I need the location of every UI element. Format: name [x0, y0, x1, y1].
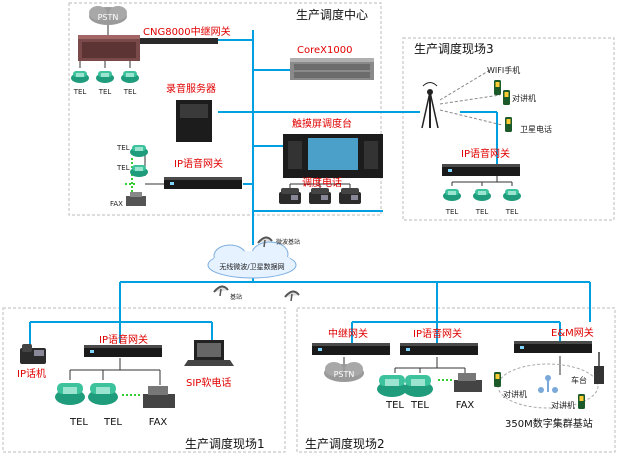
trunk-station-label: 350M数字集群基站: [505, 417, 593, 430]
sat-phone-label: 卫星电话: [520, 124, 552, 134]
em-gw-label: E&M网关: [551, 326, 594, 339]
dish-left-icon: [213, 285, 229, 297]
region-title-site1: 生产调度现场1: [185, 436, 265, 451]
site3-ipgw-label: IP语音网关: [461, 147, 510, 160]
site1-tel-label-2: TEL: [103, 417, 122, 428]
pstn-cloud-site2-icon: [324, 362, 364, 382]
site2-ipgw-label: IP语音网关: [413, 327, 462, 340]
trunk-station-tower-icon: [538, 375, 558, 393]
site1-ip-gateway-icon: [84, 345, 162, 357]
site2-fax-label: FAX: [456, 400, 475, 411]
trunk-gateway-icon: [312, 343, 390, 355]
site2-tel-label-2: TEL: [410, 400, 429, 411]
sat-phone-icon: [505, 117, 512, 132]
site1-fax-icon: [143, 386, 175, 408]
pstn-center-label: PSTN: [98, 13, 119, 22]
center-tel-label-1: TEL: [73, 88, 87, 96]
site2-ip-gateway-icon: [400, 343, 478, 355]
site1-tel-label-1: TEL: [69, 417, 88, 428]
pstn-cloud-center-icon: [89, 6, 127, 25]
region-title-site2: 生产调度现场2: [305, 436, 385, 451]
sip-laptop-icon: [184, 340, 234, 366]
em-gateway-icon: [514, 341, 592, 353]
trunk-gw-label: 中继网关: [328, 327, 368, 340]
touch-console-label: 触摸屏调度台: [292, 117, 352, 130]
dish-right-icon: [284, 290, 300, 302]
ip-phone-icon: [20, 344, 46, 364]
site3-tel-label-2: TEL: [475, 208, 489, 216]
site3-tel-label-3: TEL: [505, 208, 519, 216]
site3-tel-phones-icon: [443, 189, 521, 201]
ip-phone-label: IP话机: [17, 367, 46, 380]
center-ipgw-label: IP语音网关: [174, 157, 223, 170]
recording-server-icon: [176, 100, 212, 142]
center-tel-phones-icon: [71, 71, 139, 83]
recorder-label: 录音服务器: [166, 82, 216, 95]
pstn-site2-label: PSTN: [334, 370, 355, 379]
wifi-phone-icon: [494, 80, 501, 95]
center-fax-label: FAX: [110, 200, 123, 208]
center-tel-label-3: TEL: [123, 88, 137, 96]
walkie-site3-label: 对讲机: [512, 93, 536, 103]
walkie-site3-icon: [503, 90, 510, 105]
wireless-net-label: 无线微波/卫星数据网: [219, 262, 284, 271]
site2-fax-icon: [454, 373, 482, 392]
dispatch-phones-icon: [279, 188, 361, 204]
region-title-site3: 生产调度现场3: [414, 41, 494, 56]
wireless-network-cloud-icon: [207, 241, 297, 279]
region-title-center: 生产调度中心: [296, 7, 368, 22]
center-gw-tel-label-1: TEL: [116, 144, 130, 152]
dispatch-phone-label: 调度电话: [302, 176, 342, 189]
radio-tower-icon: [421, 82, 439, 129]
cng8000-gateway-icon: [78, 35, 218, 61]
walkie-site2b-label: 对讲机: [551, 400, 575, 410]
walkie-site2b-icon: [578, 394, 585, 409]
cng8000-label: CNG8000中继网关: [143, 25, 231, 38]
touch-console-icon: [283, 134, 383, 178]
center-ip-gateway-icon: [164, 177, 242, 189]
center-fax-icon: [126, 192, 146, 206]
center-tel-label-2: TEL: [98, 88, 112, 96]
site1-fax-label: FAX: [149, 417, 168, 428]
center-gw-tel-label-2: TEL: [116, 164, 130, 172]
walkie-site2a-icon: [494, 372, 501, 387]
corex1000-icon: [290, 58, 374, 80]
walkie-site2a-label: 对讲机: [503, 389, 527, 399]
microwave-station-label: 微波基站: [276, 238, 300, 246]
site2-tel-phones-icon: [377, 375, 433, 397]
corex1000-label: CoreX1000: [297, 45, 352, 56]
site3-ip-gateway-icon: [442, 164, 520, 176]
base-station-label: 基站: [230, 293, 242, 301]
site1-ipgw-label: IP语音网关: [99, 333, 148, 346]
sip-phone-label: SIP软电话: [186, 376, 231, 389]
car-radio-label: 车台: [571, 375, 587, 385]
site2-tel-label-1: TEL: [385, 400, 404, 411]
wifi-phone-label: WIFI手机: [487, 65, 520, 75]
car-radio-icon: [594, 352, 604, 384]
site1-tel-phones-icon: [55, 383, 118, 405]
site3-tel-label-1: TEL: [445, 208, 459, 216]
